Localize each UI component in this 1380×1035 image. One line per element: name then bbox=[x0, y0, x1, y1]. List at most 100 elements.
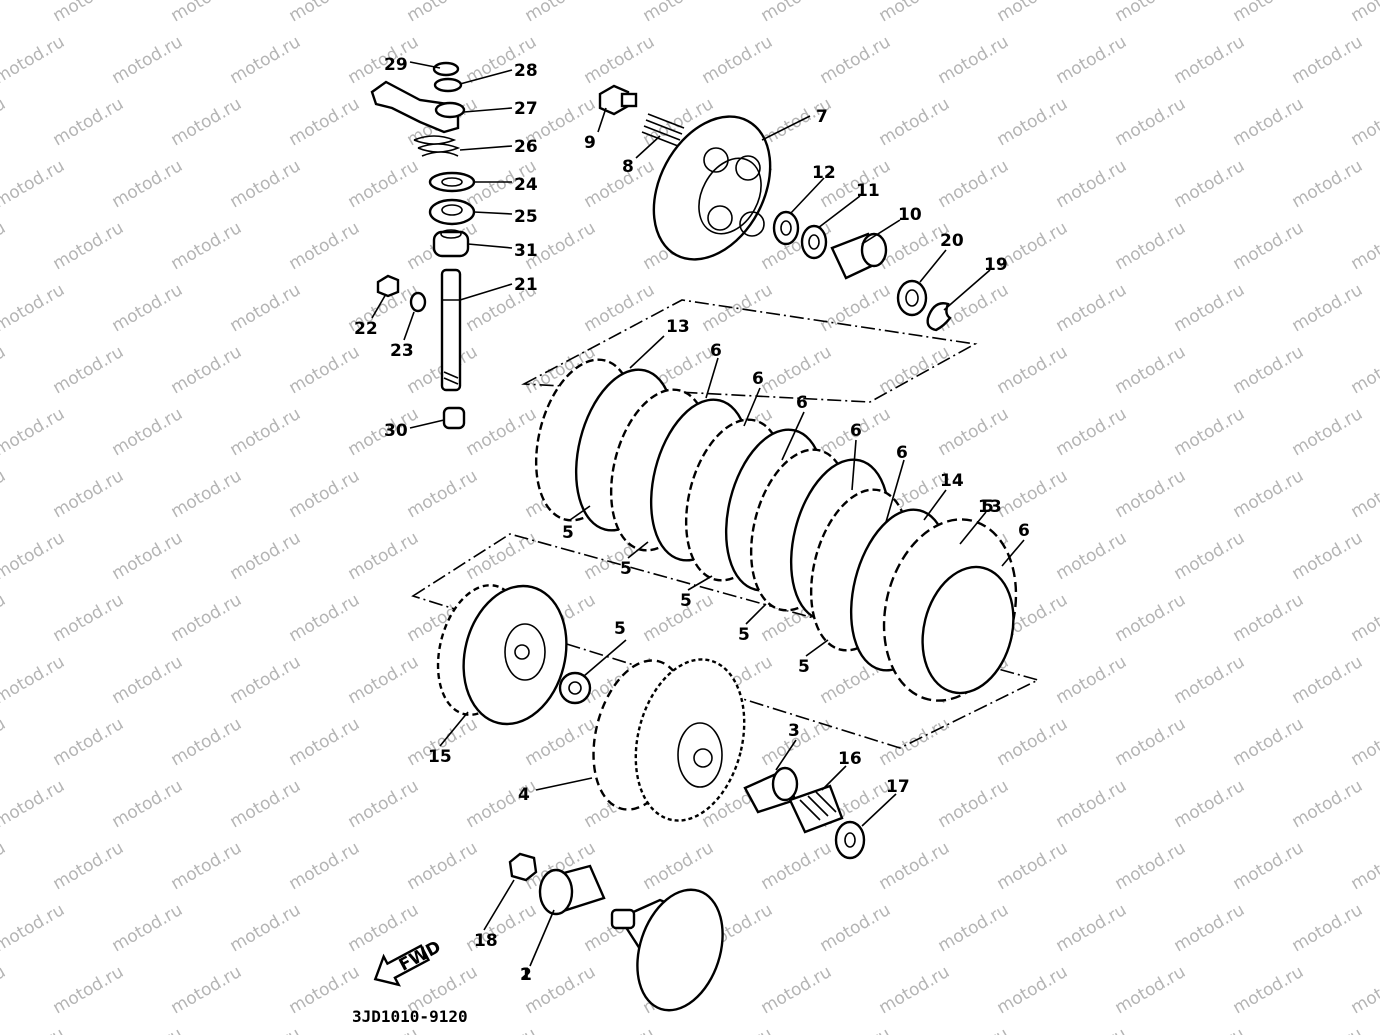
watermark-text: motod.ru bbox=[1171, 652, 1249, 708]
watermark-text: motod.ru bbox=[1171, 900, 1249, 956]
watermark-text: motod.ru bbox=[758, 342, 836, 398]
watermark-text: motod.ru bbox=[0, 838, 9, 894]
watermark-text: motod.ru bbox=[286, 590, 364, 646]
watermark-text: motod.ru bbox=[0, 962, 9, 1018]
callout-number: 4 bbox=[518, 785, 530, 805]
watermark-text: motod.ru bbox=[404, 0, 482, 26]
watermark-text: motod.ru bbox=[109, 528, 187, 584]
watermark-text: motod.ru bbox=[1171, 404, 1249, 460]
callout-number: 11 bbox=[856, 181, 880, 201]
watermark-text: motod.ru bbox=[0, 0, 9, 26]
watermark-text: motod.ru bbox=[640, 0, 718, 26]
watermark-text: motod.ru bbox=[286, 0, 364, 26]
watermark-text: motod.ru bbox=[1053, 652, 1131, 708]
watermark-text: motod.ru bbox=[1348, 0, 1380, 26]
callout-number: 10 bbox=[898, 205, 922, 225]
watermark-text: motod.ru bbox=[463, 1024, 541, 1035]
watermark-text: motod.ru bbox=[109, 1024, 187, 1035]
callout-number: 27 bbox=[514, 99, 538, 119]
watermark-text: motod.ru bbox=[581, 156, 659, 212]
watermark-text: motod.ru bbox=[1053, 1024, 1131, 1035]
watermark-text: motod.ru bbox=[758, 0, 836, 26]
callout-number: 23 bbox=[390, 341, 414, 361]
watermark-text: motod.ru bbox=[1112, 714, 1190, 770]
watermark-text: motod.ru bbox=[935, 404, 1013, 460]
callout-number: 28 bbox=[514, 61, 538, 81]
watermark-text: motod.ru bbox=[0, 32, 68, 88]
shift-shaft-assembly bbox=[370, 61, 476, 430]
watermark-text: motod.ru bbox=[935, 1024, 1013, 1035]
watermark-text: motod.ru bbox=[50, 218, 128, 274]
watermark-text: motod.ru bbox=[640, 590, 718, 646]
watermark-text: motod.ru bbox=[1230, 342, 1308, 398]
watermark-text: motod.ru bbox=[0, 218, 9, 274]
callout-number: 5 bbox=[798, 657, 810, 677]
watermark-text: motod.ru bbox=[109, 404, 187, 460]
primary-drive-gear bbox=[508, 852, 724, 1012]
watermark-text: motod.ru bbox=[345, 156, 423, 212]
watermark-text: motod.ru bbox=[1289, 32, 1367, 88]
watermark-text: motod.ru bbox=[1348, 590, 1380, 646]
watermark-text: motod.ru bbox=[0, 714, 9, 770]
watermark-text: motod.ru bbox=[1112, 0, 1190, 26]
callout-number: 16 bbox=[838, 749, 862, 769]
clutch-plates-stack bbox=[534, 358, 1018, 702]
watermark-text: motod.ru bbox=[1053, 280, 1131, 336]
callout-number: 6 bbox=[796, 393, 808, 413]
watermark-text: motod.ru bbox=[50, 0, 128, 26]
watermark-text: motod.ru bbox=[1171, 776, 1249, 832]
watermark-text: motod.ru bbox=[168, 590, 246, 646]
watermark-text: motod.ru bbox=[876, 342, 954, 398]
watermark-text: motod.ru bbox=[935, 900, 1013, 956]
watermark-text: motod.ru bbox=[758, 962, 836, 1018]
watermark-text: motod.ru bbox=[699, 1024, 777, 1035]
callout-number: 8 bbox=[622, 157, 634, 177]
watermark-text: motod.ru bbox=[876, 838, 954, 894]
watermark-text: motod.ru bbox=[1112, 838, 1190, 894]
watermark-text: motod.ru bbox=[817, 900, 895, 956]
watermark-text: motod.ru bbox=[1289, 900, 1367, 956]
watermark-text: motod.ru bbox=[1230, 466, 1308, 522]
watermark-text: motod.ru bbox=[1289, 776, 1367, 832]
callout-number: 3 bbox=[788, 721, 800, 741]
watermark-text: motod.ru bbox=[0, 776, 68, 832]
watermark-text: motod.ru bbox=[1230, 714, 1308, 770]
watermark-text: motod.ru bbox=[876, 714, 954, 770]
watermark-text: motod.ru bbox=[1289, 652, 1367, 708]
watermark-text: motod.ru bbox=[345, 776, 423, 832]
callout-number: 24 bbox=[514, 175, 538, 195]
watermark-text: motod.ru bbox=[345, 652, 423, 708]
watermark-text: motod.ru bbox=[1112, 218, 1190, 274]
watermark-text: motod.ru bbox=[0, 94, 9, 150]
callout-number: 2 bbox=[520, 965, 532, 985]
watermark-text: motod.ru bbox=[1171, 1024, 1249, 1035]
watermark-text: motod.ru bbox=[1348, 94, 1380, 150]
watermark-text: motod.ru bbox=[994, 0, 1072, 26]
watermark-text: motod.ru bbox=[168, 342, 246, 398]
callout-number: 30 bbox=[384, 421, 408, 441]
watermark-text: motod.ru bbox=[817, 32, 895, 88]
callout-number: 6 bbox=[1018, 521, 1030, 541]
watermark-text: motod.ru bbox=[1230, 218, 1308, 274]
watermark-text: motod.ru bbox=[1112, 962, 1190, 1018]
watermark-text: motod.ru bbox=[50, 838, 128, 894]
callout-number: 7 bbox=[816, 107, 828, 127]
watermark-text: motod.ru bbox=[109, 280, 187, 336]
watermark-text: motod.ru bbox=[345, 900, 423, 956]
callout-number: 14 bbox=[940, 471, 964, 491]
watermark-text: motod.ru bbox=[168, 94, 246, 150]
plates-assembly-outline bbox=[521, 299, 978, 403]
watermark-text: motod.ru bbox=[817, 280, 895, 336]
watermark-text: motod.ru bbox=[994, 342, 1072, 398]
watermark-text: motod.ru bbox=[0, 156, 68, 212]
watermark-text: motod.ru bbox=[0, 280, 68, 336]
watermark-text: motod.ru bbox=[581, 280, 659, 336]
callout-number: 6 bbox=[710, 341, 722, 361]
watermark-text: motod.ru bbox=[1289, 280, 1367, 336]
callout-number: 29 bbox=[384, 55, 408, 75]
watermark-text: motod.ru bbox=[463, 404, 541, 460]
watermark-text: motod.ru bbox=[1230, 590, 1308, 646]
watermark-text: motod.ru bbox=[522, 714, 600, 770]
leader-lines bbox=[371, 61, 1025, 967]
